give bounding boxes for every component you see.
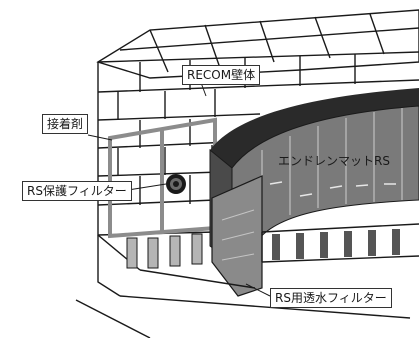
label-drain-filter: RS用透水フィルター — [270, 288, 392, 308]
base-slab — [261, 223, 419, 263]
wall-base-slots — [126, 233, 203, 269]
slab-slots — [272, 229, 400, 260]
leader-lines — [87, 79, 271, 297]
drain-filter-sheet — [211, 175, 263, 297]
adhesive-frame — [108, 117, 217, 239]
wall-top — [96, 9, 419, 79]
label-end-mat: エンドレンマットRS — [278, 154, 390, 168]
ground-lines — [75, 235, 411, 338]
label-adhesive: 接着剤 — [42, 114, 89, 134]
circle-pipe-icon — [166, 174, 186, 194]
label-wall: RECOM壁体 — [182, 65, 261, 85]
label-protect-filter: RS保護フィルター — [22, 181, 132, 201]
